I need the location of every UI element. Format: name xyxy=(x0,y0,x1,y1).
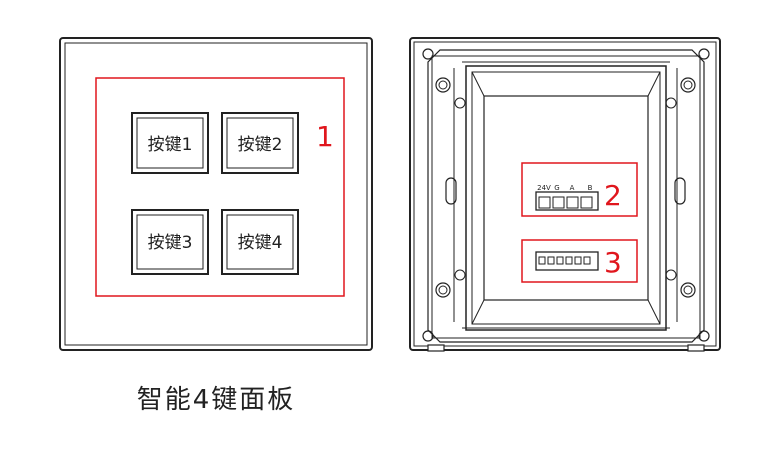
dip-switch-callout-frame xyxy=(521,239,638,283)
terminal-pin-a: A xyxy=(570,184,575,192)
callout-number-3: 3 xyxy=(604,246,622,279)
key-button-2: 按键2 xyxy=(221,112,299,174)
terminal-callout-frame xyxy=(521,162,638,217)
terminal-pin-24v: 24V xyxy=(537,184,551,192)
front-panel: 按键1 按键2 按键3 按键4 1 xyxy=(59,37,373,351)
key-button-4: 按键4 xyxy=(221,209,299,275)
callout-number-1: 1 xyxy=(316,120,334,153)
button-area-callout-frame xyxy=(95,77,345,297)
key-button-1-label: 按键1 xyxy=(148,135,193,155)
key-button-2-label: 按键2 xyxy=(238,135,283,155)
caption: 智能4键面板 xyxy=(137,385,296,415)
callout-number-2: 2 xyxy=(604,179,622,212)
key-button-4-label: 按键4 xyxy=(238,233,283,253)
key-button-1: 按键1 xyxy=(131,112,209,174)
key-button-3-label: 按键3 xyxy=(148,233,193,253)
terminal-pin-b: B xyxy=(588,184,593,192)
terminal-pin-g: G xyxy=(554,184,559,192)
key-button-3: 按键3 xyxy=(131,209,209,275)
terminal-block: 24V G A B 2 xyxy=(521,162,638,217)
dip-switch: 3 xyxy=(521,239,638,283)
